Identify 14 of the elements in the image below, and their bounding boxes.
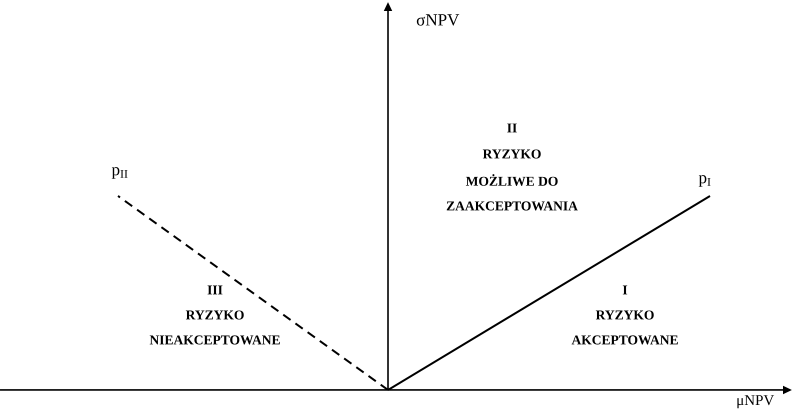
region-label: I [622,286,628,294]
region-label: MOŻLIWE DO [466,174,558,186]
region-label: ZAAKCEPTOWANIA [446,201,578,211]
line-label: p$_{II}$ [112,167,128,179]
region-label: RYZYKO [482,149,541,159]
line-label: p$_{I}$ [698,175,711,187]
region-label: RYZYKO [186,310,244,320]
axis-label: μNPV [737,395,774,408]
region-label: RYZYKO [596,310,654,320]
region-label: III [208,286,222,294]
region-label: AKCEPTOWANE [572,335,678,345]
region-label: NIEAKCEPTOWANE [150,335,280,345]
axis-label: σNPV [416,14,460,26]
region-label: II [507,124,517,132]
